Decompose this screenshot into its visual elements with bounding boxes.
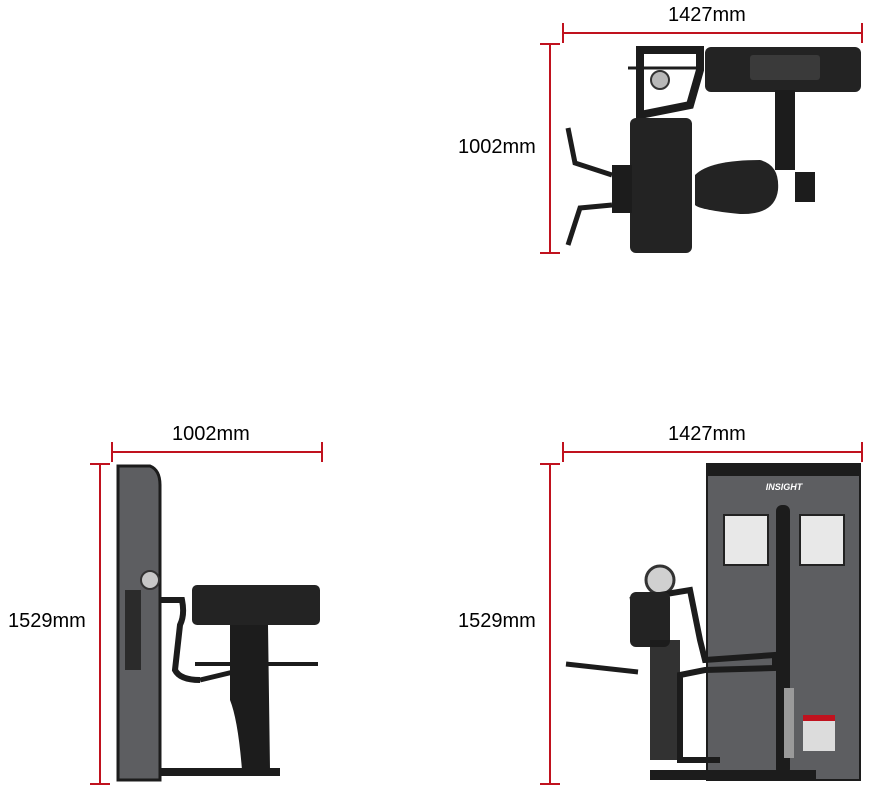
- front-width-label: 1427mm: [668, 423, 746, 445]
- brand-logo: INSIGHT: [766, 482, 804, 492]
- side-height-dimension: [90, 463, 110, 785]
- top-machine: [565, 46, 861, 253]
- side-width-dimension: [111, 442, 323, 462]
- instruction-placard-left: [723, 514, 769, 566]
- top-depth-label: 1002mm: [458, 136, 536, 158]
- top-view: [540, 23, 863, 254]
- side-width-label: 1002mm: [172, 423, 250, 445]
- top-width-dimension: [562, 23, 863, 43]
- side-machine: [116, 464, 320, 782]
- front-view: INSIGHT: [540, 442, 863, 785]
- front-height-dimension: [540, 463, 560, 785]
- side-height-label: 1529mm: [8, 610, 86, 632]
- front-machine: INSIGHT: [565, 463, 861, 781]
- front-width-dimension: [562, 442, 863, 462]
- side-view: [90, 442, 323, 785]
- top-width-label: 1427mm: [668, 4, 746, 26]
- instruction-placard-right: [799, 514, 845, 566]
- top-depth-dimension: [540, 43, 560, 254]
- front-height-label: 1529mm: [458, 610, 536, 632]
